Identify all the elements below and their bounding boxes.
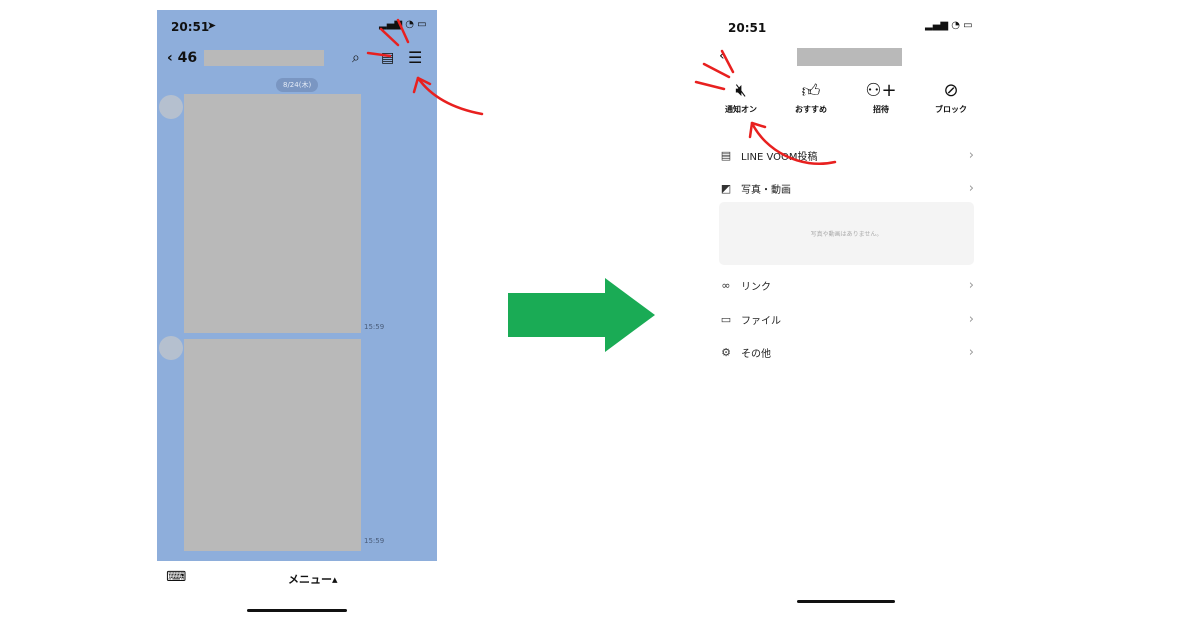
status-icons: ▂▄▆ ◔ ▭ bbox=[925, 20, 973, 31]
menu-icon[interactable]: ☰ bbox=[408, 48, 423, 67]
menu-other[interactable]: ⚙ その他 › bbox=[719, 345, 974, 360]
menu-voom[interactable]: ▤ LINE VOOM投稿 › bbox=[719, 148, 974, 163]
menu-label: LINE VOOM投稿 bbox=[741, 152, 818, 163]
avatar bbox=[159, 336, 183, 360]
thumbs-up-icon: 👍︎ bbox=[801, 81, 821, 102]
link-icon: ∞ bbox=[721, 279, 731, 292]
chevron-right-icon: › bbox=[968, 181, 974, 196]
invite-button[interactable]: ⚇+ 招待 bbox=[846, 80, 916, 115]
chevron-left-icon: ‹ bbox=[167, 50, 178, 66]
back-count: 46 bbox=[177, 50, 198, 66]
menu-photos[interactable]: ◩ 写真・動画 › bbox=[719, 181, 974, 196]
profile-name-redacted bbox=[797, 48, 902, 66]
status-time: 20:51 bbox=[728, 21, 767, 35]
home-indicator bbox=[797, 600, 895, 603]
notification-on-button[interactable]: 🔇︎ 通知オン bbox=[706, 80, 776, 115]
status-time: 20:51 bbox=[171, 20, 210, 34]
add-user-icon: ⚇+ bbox=[865, 80, 897, 101]
folder-icon: ▭ bbox=[720, 313, 732, 326]
action-label: 通知オン bbox=[725, 105, 757, 114]
date-chip: 8/24(木) bbox=[276, 78, 319, 92]
chevron-right-icon: › bbox=[968, 148, 974, 163]
avatar bbox=[159, 95, 183, 119]
chat-title-redacted bbox=[204, 50, 324, 66]
action-row: 🔇︎ 通知オン 👍︎ おすすめ ⚇+ 招待 ⊘ ブロック bbox=[706, 80, 986, 115]
empty-message: 写真や動画はありません。 bbox=[810, 231, 883, 238]
timestamp: 15:59 bbox=[364, 323, 385, 331]
photos-empty-box: 写真や動画はありません。 bbox=[719, 202, 974, 265]
back-button[interactable]: ‹ bbox=[719, 48, 725, 64]
photo-icon: ◩ bbox=[720, 182, 732, 195]
list-icon: ▤ bbox=[720, 149, 732, 162]
menu-label: 写真・動画 bbox=[741, 185, 791, 196]
menu-files[interactable]: ▭ ファイル › bbox=[719, 312, 974, 327]
image-message[interactable] bbox=[184, 94, 361, 333]
block-icon: ⊘ bbox=[943, 80, 959, 101]
speaker-mute-icon: 🔇︎ bbox=[735, 80, 747, 101]
chevron-right-icon: › bbox=[968, 312, 974, 327]
action-label: ブロック bbox=[935, 105, 967, 114]
timestamp: 15:59 bbox=[364, 537, 385, 545]
action-label: 招待 bbox=[873, 105, 889, 114]
recommend-button[interactable]: 👍︎ おすすめ bbox=[776, 80, 846, 115]
home-indicator bbox=[247, 609, 347, 612]
search-icon[interactable]: ⌕ bbox=[352, 50, 360, 66]
chevron-right-icon: › bbox=[968, 345, 974, 360]
menu-toggle[interactable]: メニュー▴ bbox=[288, 573, 338, 586]
menu-links[interactable]: ∞ リンク › bbox=[719, 278, 974, 293]
image-message[interactable] bbox=[184, 339, 361, 551]
status-icons: ▂▄▆ ◔ ▭ bbox=[379, 19, 427, 30]
location-icon: ➤ bbox=[207, 19, 217, 32]
keyboard-icon[interactable]: ⌨ bbox=[166, 569, 187, 585]
green-arrow bbox=[508, 278, 655, 352]
menu-label: リンク bbox=[741, 282, 771, 293]
back-button[interactable]: ‹ 46 bbox=[167, 50, 197, 66]
gear-icon: ⚙ bbox=[721, 346, 731, 359]
menu-label: その他 bbox=[741, 349, 771, 360]
menu-label: ファイル bbox=[741, 316, 781, 327]
block-button[interactable]: ⊘ ブロック bbox=[916, 80, 986, 115]
chat-screen: 20:51 ➤ ▂▄▆ ◔ ▭ ‹ 46 ⌕ ▤ ☰ 8/24(木) 15:59… bbox=[157, 10, 437, 561]
chevron-right-icon: › bbox=[968, 278, 974, 293]
action-label: おすすめ bbox=[795, 105, 827, 114]
